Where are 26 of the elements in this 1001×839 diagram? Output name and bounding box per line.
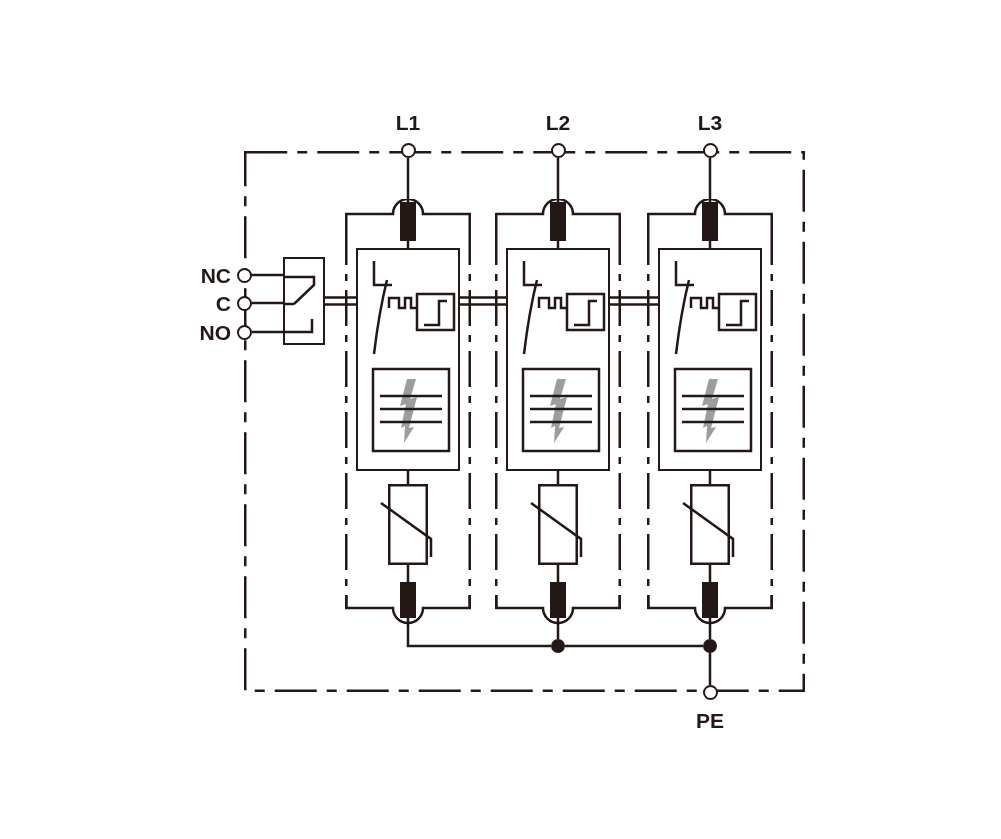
wire	[565, 644, 703, 648]
wire	[252, 273, 283, 277]
mechanical-link	[458, 296, 508, 306]
terminal-label: PE	[696, 710, 724, 731]
terminal-label: C	[215, 292, 231, 314]
module-housing	[345, 199, 471, 625]
protection-unit-box	[658, 248, 762, 471]
module-housing	[647, 199, 773, 625]
mechanical-link	[323, 296, 358, 306]
module-housing	[495, 199, 621, 625]
wire	[406, 471, 410, 484]
wire	[708, 471, 712, 484]
protection-unit-box	[506, 248, 610, 471]
terminal-label: NO	[199, 321, 231, 343]
terminal-label: L2	[545, 112, 571, 133]
terminal-label: NC	[200, 264, 231, 286]
relay-contact-box	[283, 257, 325, 345]
terminal-label: L3	[697, 112, 723, 133]
mechanical-link	[608, 296, 660, 306]
wire	[556, 471, 560, 484]
wire	[252, 301, 283, 305]
wire	[252, 330, 283, 334]
wire	[708, 653, 712, 685]
protection-unit-box	[356, 248, 460, 471]
terminal-label: L1	[395, 112, 421, 133]
enclosure-outline	[244, 151, 805, 692]
